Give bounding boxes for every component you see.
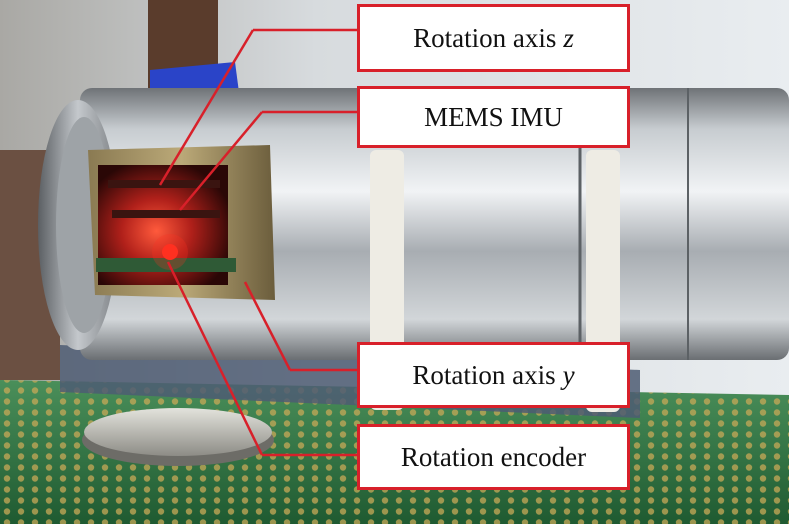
- circuit-board-layer: [108, 180, 220, 188]
- rotation-encoder-callout: Rotation encoder: [357, 424, 630, 490]
- rotation-axis-z-label: Rotation axis: [413, 22, 557, 53]
- mems-imu-label: MEMS IMU: [424, 101, 563, 132]
- circuit-board-layer: [112, 210, 220, 218]
- encoder-board: [96, 258, 236, 272]
- rotation-encoder-label: Rotation encoder: [400, 441, 587, 472]
- leader-line-encoder: [166, 261, 264, 456]
- leader-line-axis-y: [243, 281, 292, 371]
- red-led: [162, 244, 178, 260]
- coin: [84, 408, 272, 456]
- rotation-axis-y-label: Rotation axis: [412, 359, 556, 390]
- rotation-axis-z-variable: z: [563, 22, 574, 53]
- leader-line-mems-imu: [179, 111, 263, 211]
- leader-line-axis-z: [158, 29, 255, 186]
- mems-imu-callout: MEMS IMU: [357, 86, 630, 148]
- rotation-axis-y-variable: y: [562, 359, 575, 390]
- red-led-halo: [152, 234, 188, 270]
